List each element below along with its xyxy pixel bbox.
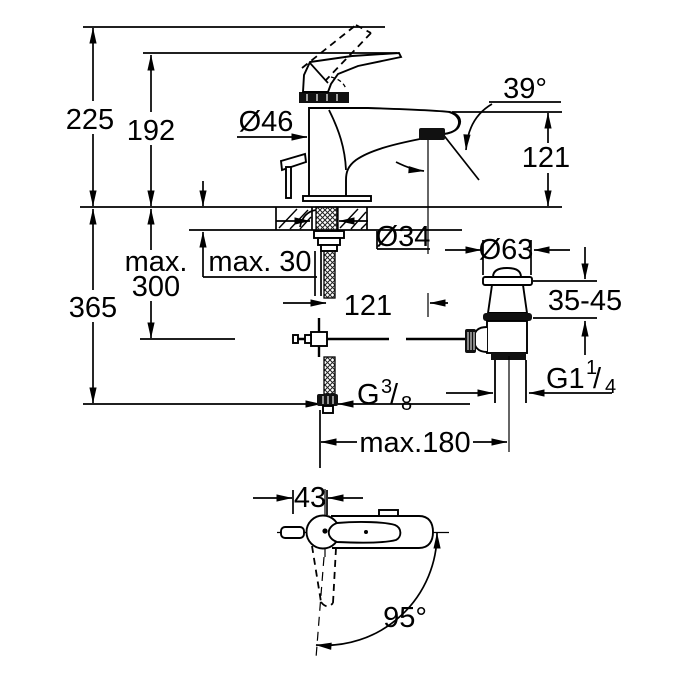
drain-dome [492, 267, 522, 278]
supply-connections [299, 206, 345, 414]
rod-cross-joint [310, 331, 328, 347]
drain-assembly [465, 267, 533, 452]
topview-tab [378, 509, 399, 517]
dim-label-spout-height: 121 [522, 142, 570, 174]
drain-knob-ridges [467, 332, 475, 350]
faucet-top-view [277, 489, 449, 659]
dim-label-rod-offset: 121 [344, 290, 392, 322]
thread-g114-base: G1 [546, 363, 585, 395]
hatch-lines [278, 208, 368, 230]
g38-nut-ridges [322, 396, 334, 404]
topview-pivot-dot [322, 528, 328, 534]
thread-g38-slash: / [390, 379, 399, 411]
thread-g38-base: G [357, 379, 380, 411]
dim-label-flange-diameter: Ø63 [479, 234, 534, 266]
pop-up-rod [292, 318, 469, 357]
drain-neck [486, 284, 529, 314]
hose-bend [299, 209, 317, 228]
joint-band [299, 92, 349, 103]
topview-handle-swiveled-dashed [311, 545, 337, 608]
topview-back-knob [280, 526, 305, 539]
dim-label-body-width: 43 [294, 482, 326, 514]
drain-flange [482, 276, 533, 286]
faucet-side-view [279, 24, 462, 202]
dim-label-deck-range: 35-45 [548, 285, 622, 317]
drain-body [486, 320, 528, 354]
dimension-labels: 225 192 Ø46 39° 121 Ø34 max. 30 max. 300… [66, 73, 622, 634]
topview-lever-dot [364, 530, 368, 534]
dim-label-below-deck-2: 300 [132, 271, 180, 303]
dim-label-hole-diameter: Ø34 [376, 221, 431, 253]
g38-stub [322, 405, 334, 414]
dim-label-body-diameter: Ø46 [239, 106, 294, 138]
faucet-body [308, 107, 462, 198]
angle-label-swivel: 95° [383, 602, 427, 634]
dim-label-rod-reach: max.180 [359, 427, 470, 459]
lever-crease [309, 62, 329, 84]
drain-seal [483, 313, 532, 321]
spout-nose [442, 111, 460, 135]
dim-label-overall-height: 225 [66, 104, 114, 136]
spout-crease [328, 109, 347, 171]
dim-label-deck-thickness: max. 30 [208, 246, 311, 278]
angle-label-spout: 39° [503, 73, 547, 105]
dim-label-lever-height: 192 [127, 115, 175, 147]
thread-g114-sub: 4 [605, 376, 616, 398]
dim-label-total-below: 365 [69, 292, 117, 324]
dim-label-below-deck-1: max. [125, 246, 188, 278]
thread-g114-slash: / [593, 363, 602, 395]
lever-raised-dashed [301, 24, 372, 81]
joint-band-ridges [306, 94, 338, 101]
mounting-nut-step [317, 237, 341, 246]
thread-g38-sub: 8 [401, 393, 412, 415]
dimension-lines [83, 27, 612, 650]
braided-hose-lower [323, 356, 336, 395]
rod-joint-nib [304, 334, 312, 344]
thread-label-g38: G 3 / 8 [357, 376, 412, 415]
swivel-centerline [315, 556, 325, 659]
threaded-shank [315, 206, 339, 232]
thread-g38-sup: 3 [381, 376, 392, 398]
braided-hose-upper [323, 250, 336, 299]
mounting-nut-step2 [320, 244, 338, 252]
mounting-nut [313, 230, 345, 239]
pull-rod-knob [279, 152, 308, 172]
pull-rod-back [285, 166, 292, 199]
aerator [419, 128, 445, 140]
cartridge-hidden-edge [330, 76, 347, 90]
rod-end-cap [292, 334, 299, 344]
base-plate [302, 195, 372, 202]
thread-label-g114: G1 1 / 4 [546, 357, 616, 398]
thread-g114-sup: 1 [586, 357, 597, 379]
